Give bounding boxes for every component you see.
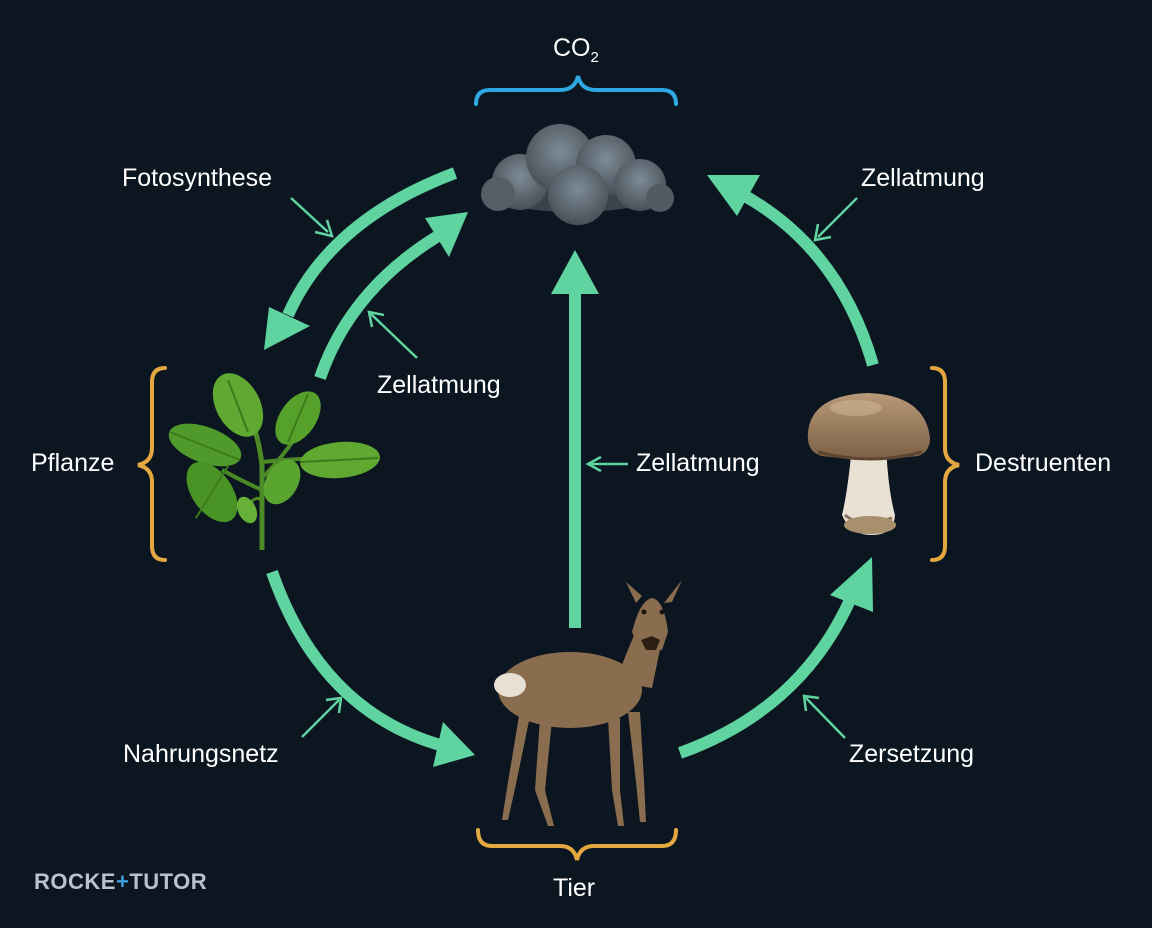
zersetzung-label: Zersetzung xyxy=(849,740,975,768)
mushroom-icon xyxy=(807,393,930,535)
destruenten-label: Destruenten xyxy=(975,449,1112,477)
co2-brace xyxy=(474,75,678,106)
zellatmung-top-right-label: Zellatmung xyxy=(861,164,985,192)
pointer-zellatmung-center xyxy=(585,455,628,473)
fotosynthese-label: Fotosynthese xyxy=(122,164,273,192)
photosynthesis-arrow xyxy=(264,167,458,350)
co2-label: CO2 xyxy=(553,34,599,66)
co2-subscript: 2 xyxy=(590,49,599,66)
decomposer-brace xyxy=(930,366,960,562)
animal-respiration-arrow xyxy=(551,250,599,628)
logo-plus: + xyxy=(115,869,130,894)
pointer-zersetzung xyxy=(802,694,846,739)
logo-part1: ROCKE xyxy=(34,869,116,894)
deer-icon xyxy=(494,580,682,826)
logo-part2: TUTOR xyxy=(129,869,208,894)
plant-brace xyxy=(137,366,167,562)
zellatmung-center-label: Zellatmung xyxy=(636,449,760,477)
plant-respiration-arrow xyxy=(314,212,468,380)
pointer-fotosynthese xyxy=(290,197,334,238)
food-web-arrow xyxy=(266,570,475,767)
pflanze-label: Pflanze xyxy=(31,449,115,477)
zellatmung-left-label: Zellatmung xyxy=(377,371,501,399)
tier-label: Tier xyxy=(553,874,596,902)
co2-main: CO xyxy=(553,34,591,62)
decomposition-arrow xyxy=(677,557,873,759)
cloud-icon xyxy=(481,124,674,225)
pointer-zellatmung-top-right xyxy=(813,197,858,242)
pointer-nahrungsnetz xyxy=(301,696,343,738)
nahrungsnetz-label: Nahrungsnetz xyxy=(123,740,279,768)
animal-brace xyxy=(476,828,678,861)
plant-icon xyxy=(168,373,380,550)
pointer-zellatmung-left xyxy=(367,310,418,359)
decomposer-respiration-arrow xyxy=(707,175,879,367)
brand-logo: ROCKE+TUTOR xyxy=(34,871,207,893)
